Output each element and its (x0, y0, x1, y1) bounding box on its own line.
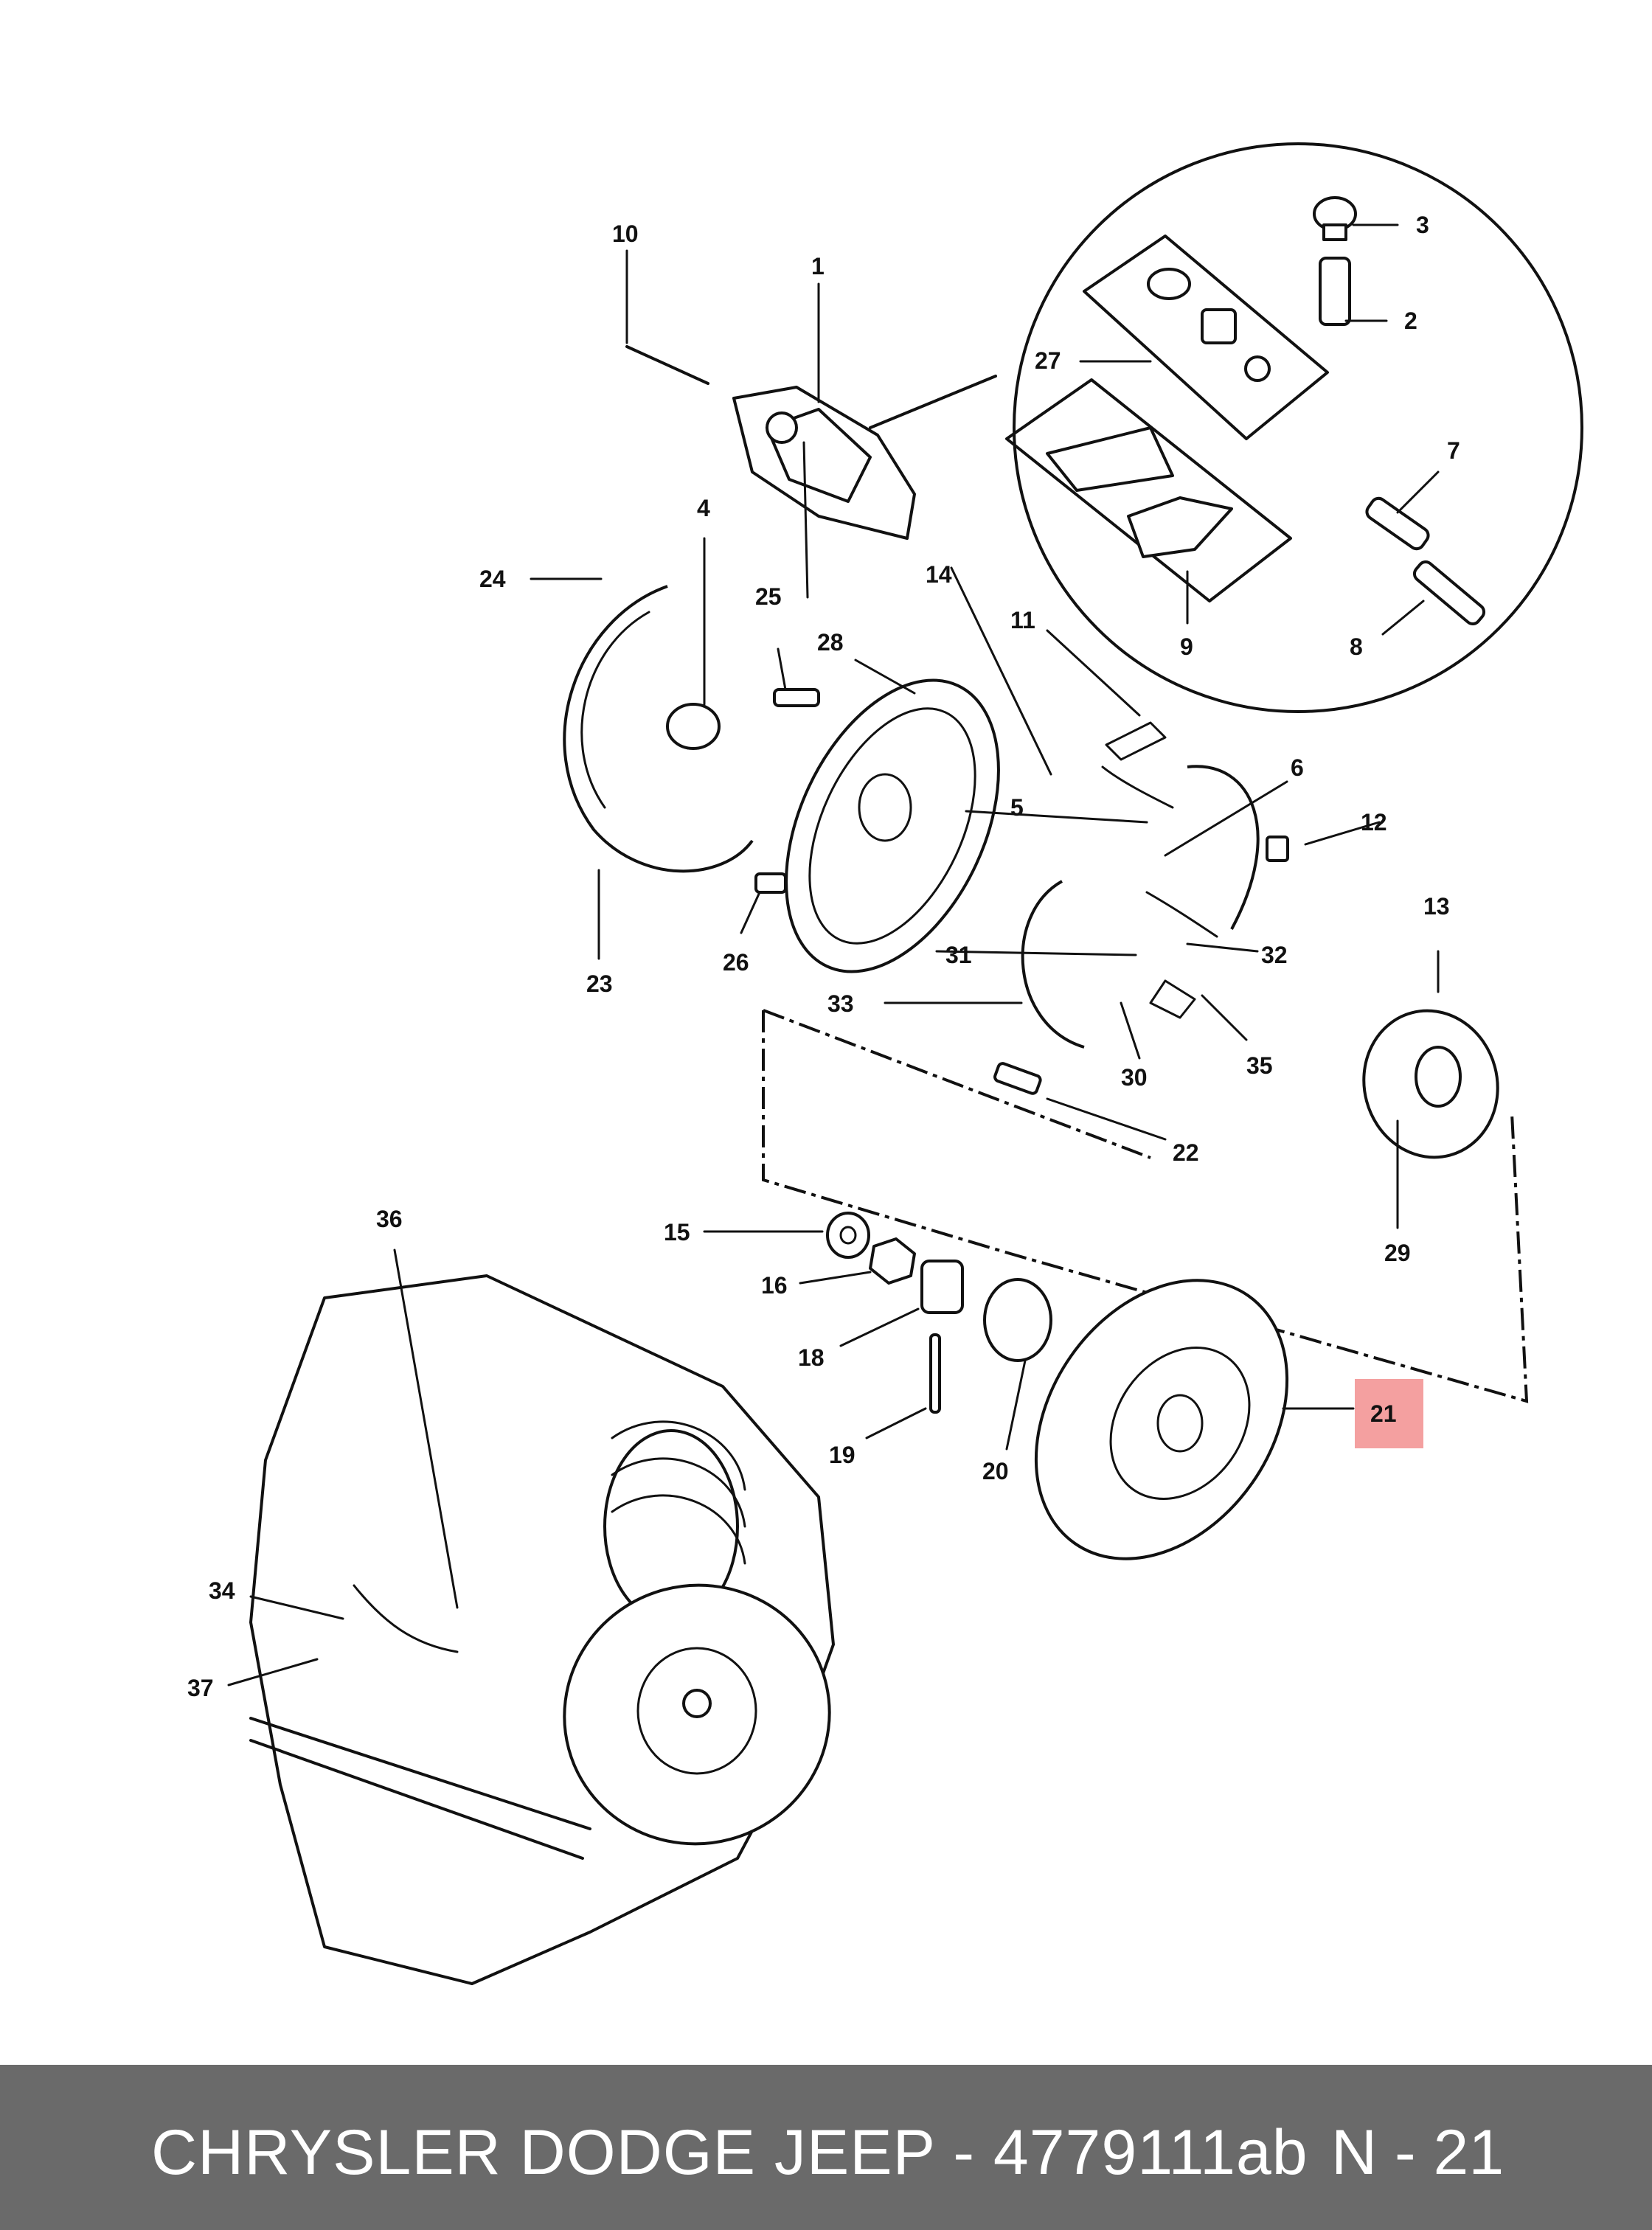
brake-exploded-diagram: 10 1 3 2 27 7 9 8 4 24 25 14 11 28 6 5 1… (187, 142, 1583, 1985)
callout-31: 31 (945, 942, 972, 968)
bolt-22 (993, 1062, 1167, 1141)
component-group-outline-top (763, 1009, 1151, 1159)
callout-8: 8 (1350, 633, 1363, 660)
callout-3: 3 (1416, 212, 1429, 238)
callout-5: 5 (1010, 794, 1024, 821)
component-group-outline (762, 1010, 1529, 1403)
callout-26: 26 (723, 949, 749, 976)
callout-15: 15 (664, 1219, 690, 1246)
callout-25: 25 (755, 583, 782, 610)
callout-14: 14 (926, 561, 952, 588)
callout-7: 7 (1447, 437, 1460, 464)
callout-13: 13 (1423, 893, 1450, 920)
callout-16: 16 (761, 1272, 788, 1299)
callout-33: 33 (827, 990, 854, 1017)
callout-21: 21 (1370, 1400, 1397, 1427)
callout-20: 20 (982, 1458, 1009, 1484)
caliper-assembly (625, 249, 916, 599)
callout-11: 11 (1010, 607, 1035, 633)
callout-36: 36 (376, 1206, 403, 1232)
callout-6: 6 (1291, 754, 1304, 781)
vehicle-underbody (227, 1248, 835, 1985)
callout-18: 18 (798, 1344, 825, 1371)
dust-shield (530, 577, 754, 960)
hub-small-parts (703, 1212, 1052, 1451)
callout-4: 4 (697, 495, 710, 521)
callout-12: 12 (1361, 809, 1387, 836)
footer-bar: CHRYSLER DODGE JEEP - 4779111ab N - 21 (0, 2065, 1652, 2230)
callout-27: 27 (1035, 347, 1061, 374)
brake-shoes (884, 566, 1381, 1060)
callout-labels: 10 1 3 2 27 7 9 8 4 24 25 14 11 28 6 5 1… (187, 212, 1460, 1701)
callout-30: 30 (1121, 1064, 1148, 1091)
footer-title: CHRYSLER DODGE JEEP - 4779111ab (151, 2117, 1308, 2188)
callout-10: 10 (612, 220, 639, 247)
callout-9: 9 (1180, 633, 1193, 660)
callout-22: 22 (1173, 1139, 1199, 1166)
callout-2: 2 (1404, 308, 1417, 334)
callout-34: 35 (1246, 1052, 1273, 1079)
footer-part-code: N - 21 (1331, 2117, 1504, 2188)
callout-29: 28 (817, 629, 844, 656)
callout-24: 24 (479, 566, 506, 592)
backing-plate (740, 647, 1000, 973)
callout-19: 19 (829, 1442, 856, 1468)
detail-circle (869, 142, 1583, 713)
callout-35: 34 (209, 1577, 235, 1604)
brake-rotor (1034, 1279, 1355, 1560)
callout-28: 29 (1384, 1240, 1411, 1266)
callout-32: 32 (1261, 942, 1288, 968)
callout-1: 1 (811, 253, 825, 279)
hub-bearing (1362, 950, 1499, 1229)
callout-37: 37 (187, 1675, 214, 1701)
clip-part-4 (666, 537, 721, 750)
highlight-box-21 (1355, 1379, 1423, 1448)
callout-23: 23 (586, 970, 613, 997)
